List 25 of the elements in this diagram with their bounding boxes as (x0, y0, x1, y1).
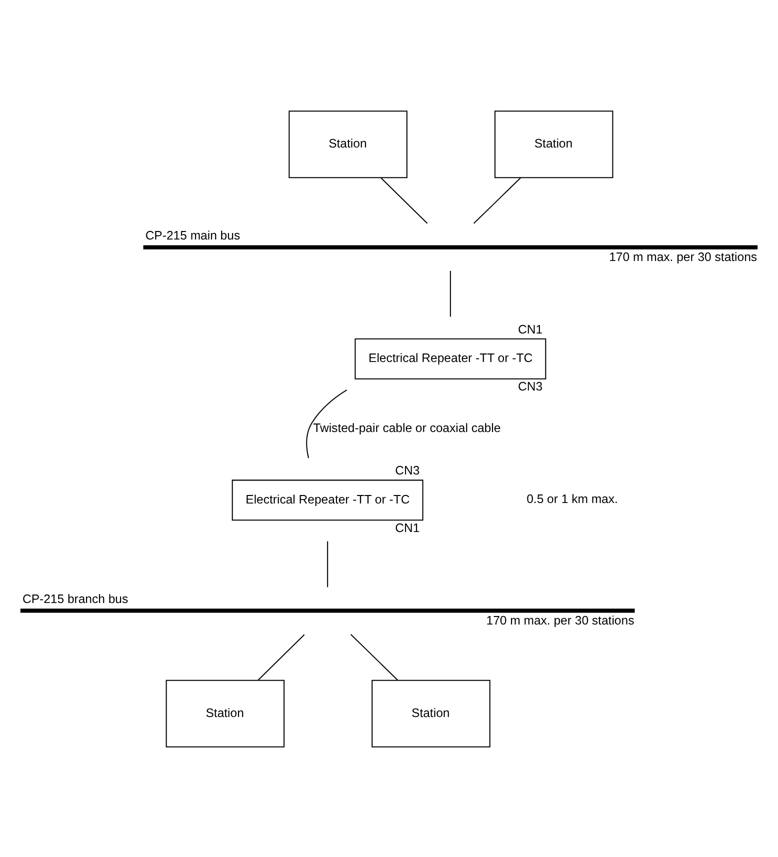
node-label: 170 m max. per 30 stations (486, 613, 634, 628)
connector (350, 634, 398, 680)
node-box: Electrical Repeater -TT or -TC (232, 479, 424, 520)
node-label: CN3 (518, 379, 543, 394)
node-box: Station (494, 110, 614, 178)
node-box: Station (288, 110, 408, 178)
node-box: Electrical Repeater -TT or -TC (354, 338, 546, 379)
node-label: CN3 (395, 463, 420, 478)
node-label: CP-215 main bus (145, 228, 240, 242)
connector (258, 634, 305, 680)
connector (306, 389, 348, 458)
node-box (20, 608, 635, 612)
label: 0.5 or 1 km max. (526, 491, 618, 506)
node-label: CN1 (518, 322, 543, 336)
node-box: Station (166, 679, 285, 747)
node-box (143, 244, 758, 249)
node-label: CP-215 branch bus (22, 592, 128, 606)
node-label: 170 m max. per 30 stations (609, 250, 758, 264)
edge-label: Twisted-pair cable or coaxial cable (313, 420, 501, 435)
connector (473, 177, 521, 224)
connector (380, 177, 428, 224)
connector (327, 540, 328, 587)
connector (450, 270, 451, 316)
node-box: Station (372, 679, 490, 747)
node-label: CN1 (395, 520, 420, 534)
